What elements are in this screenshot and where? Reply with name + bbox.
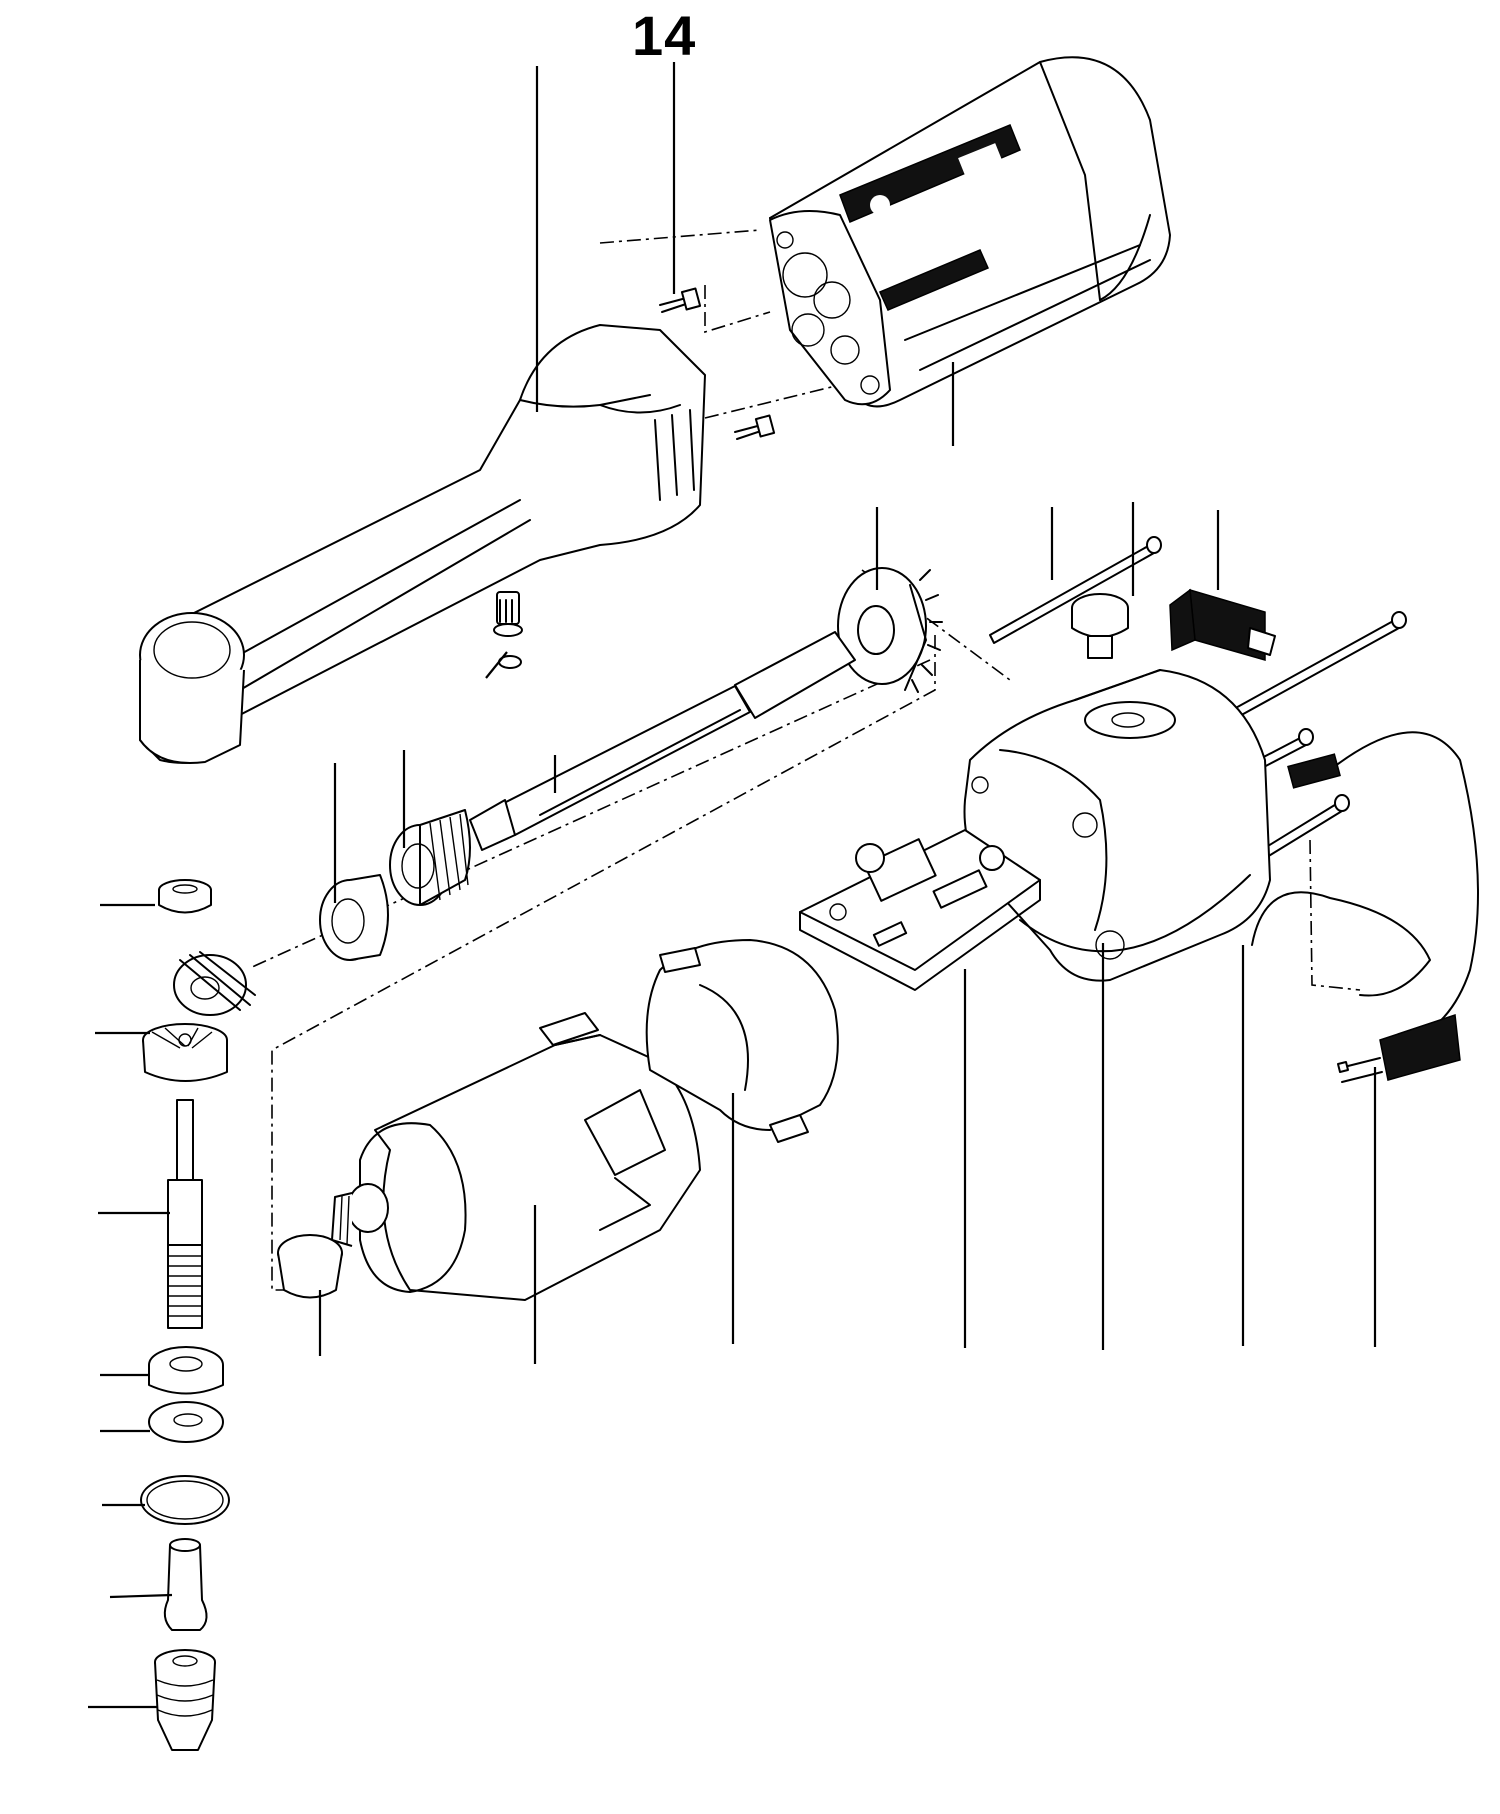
spindle-lock-pin (493, 591, 523, 669)
bevel-gear-small (173, 951, 256, 1016)
power-cord (1287, 731, 1479, 1046)
bevel-gear-large (142, 1023, 228, 1082)
washer (148, 1401, 224, 1443)
cord-clip (1251, 891, 1431, 997)
spur-gear (837, 567, 943, 693)
spindle-bearing-bottom (148, 1346, 224, 1395)
collet-nut (154, 1649, 216, 1751)
housing-screw-upper (659, 287, 702, 313)
circuit-board (799, 829, 1251, 991)
lock-button (1071, 593, 1129, 659)
ball-bearing-rear (319, 874, 389, 961)
motor-pinion (331, 1183, 389, 1247)
rocker-switch (1169, 588, 1276, 661)
rear-motor-housing (769, 56, 1171, 408)
retaining-ring (140, 1475, 230, 1525)
leader-lines (88, 62, 1377, 1709)
assembly-screw-long-1 (989, 536, 1162, 644)
angle-head-housing (139, 324, 706, 764)
switch-housing (963, 669, 1271, 982)
housing-screw-lower (734, 414, 776, 440)
rating-plate (839, 124, 1021, 311)
spindle-bearing-top (158, 879, 212, 914)
motor-bracket (645, 939, 839, 1143)
power-plug (1337, 1013, 1461, 1083)
spindle (167, 1099, 203, 1329)
figure-number: 14 (632, 4, 697, 67)
drive-shaft (469, 631, 856, 851)
bearing-sleeve (277, 1234, 343, 1299)
threaded-worm (389, 809, 471, 906)
collet (163, 1538, 208, 1631)
